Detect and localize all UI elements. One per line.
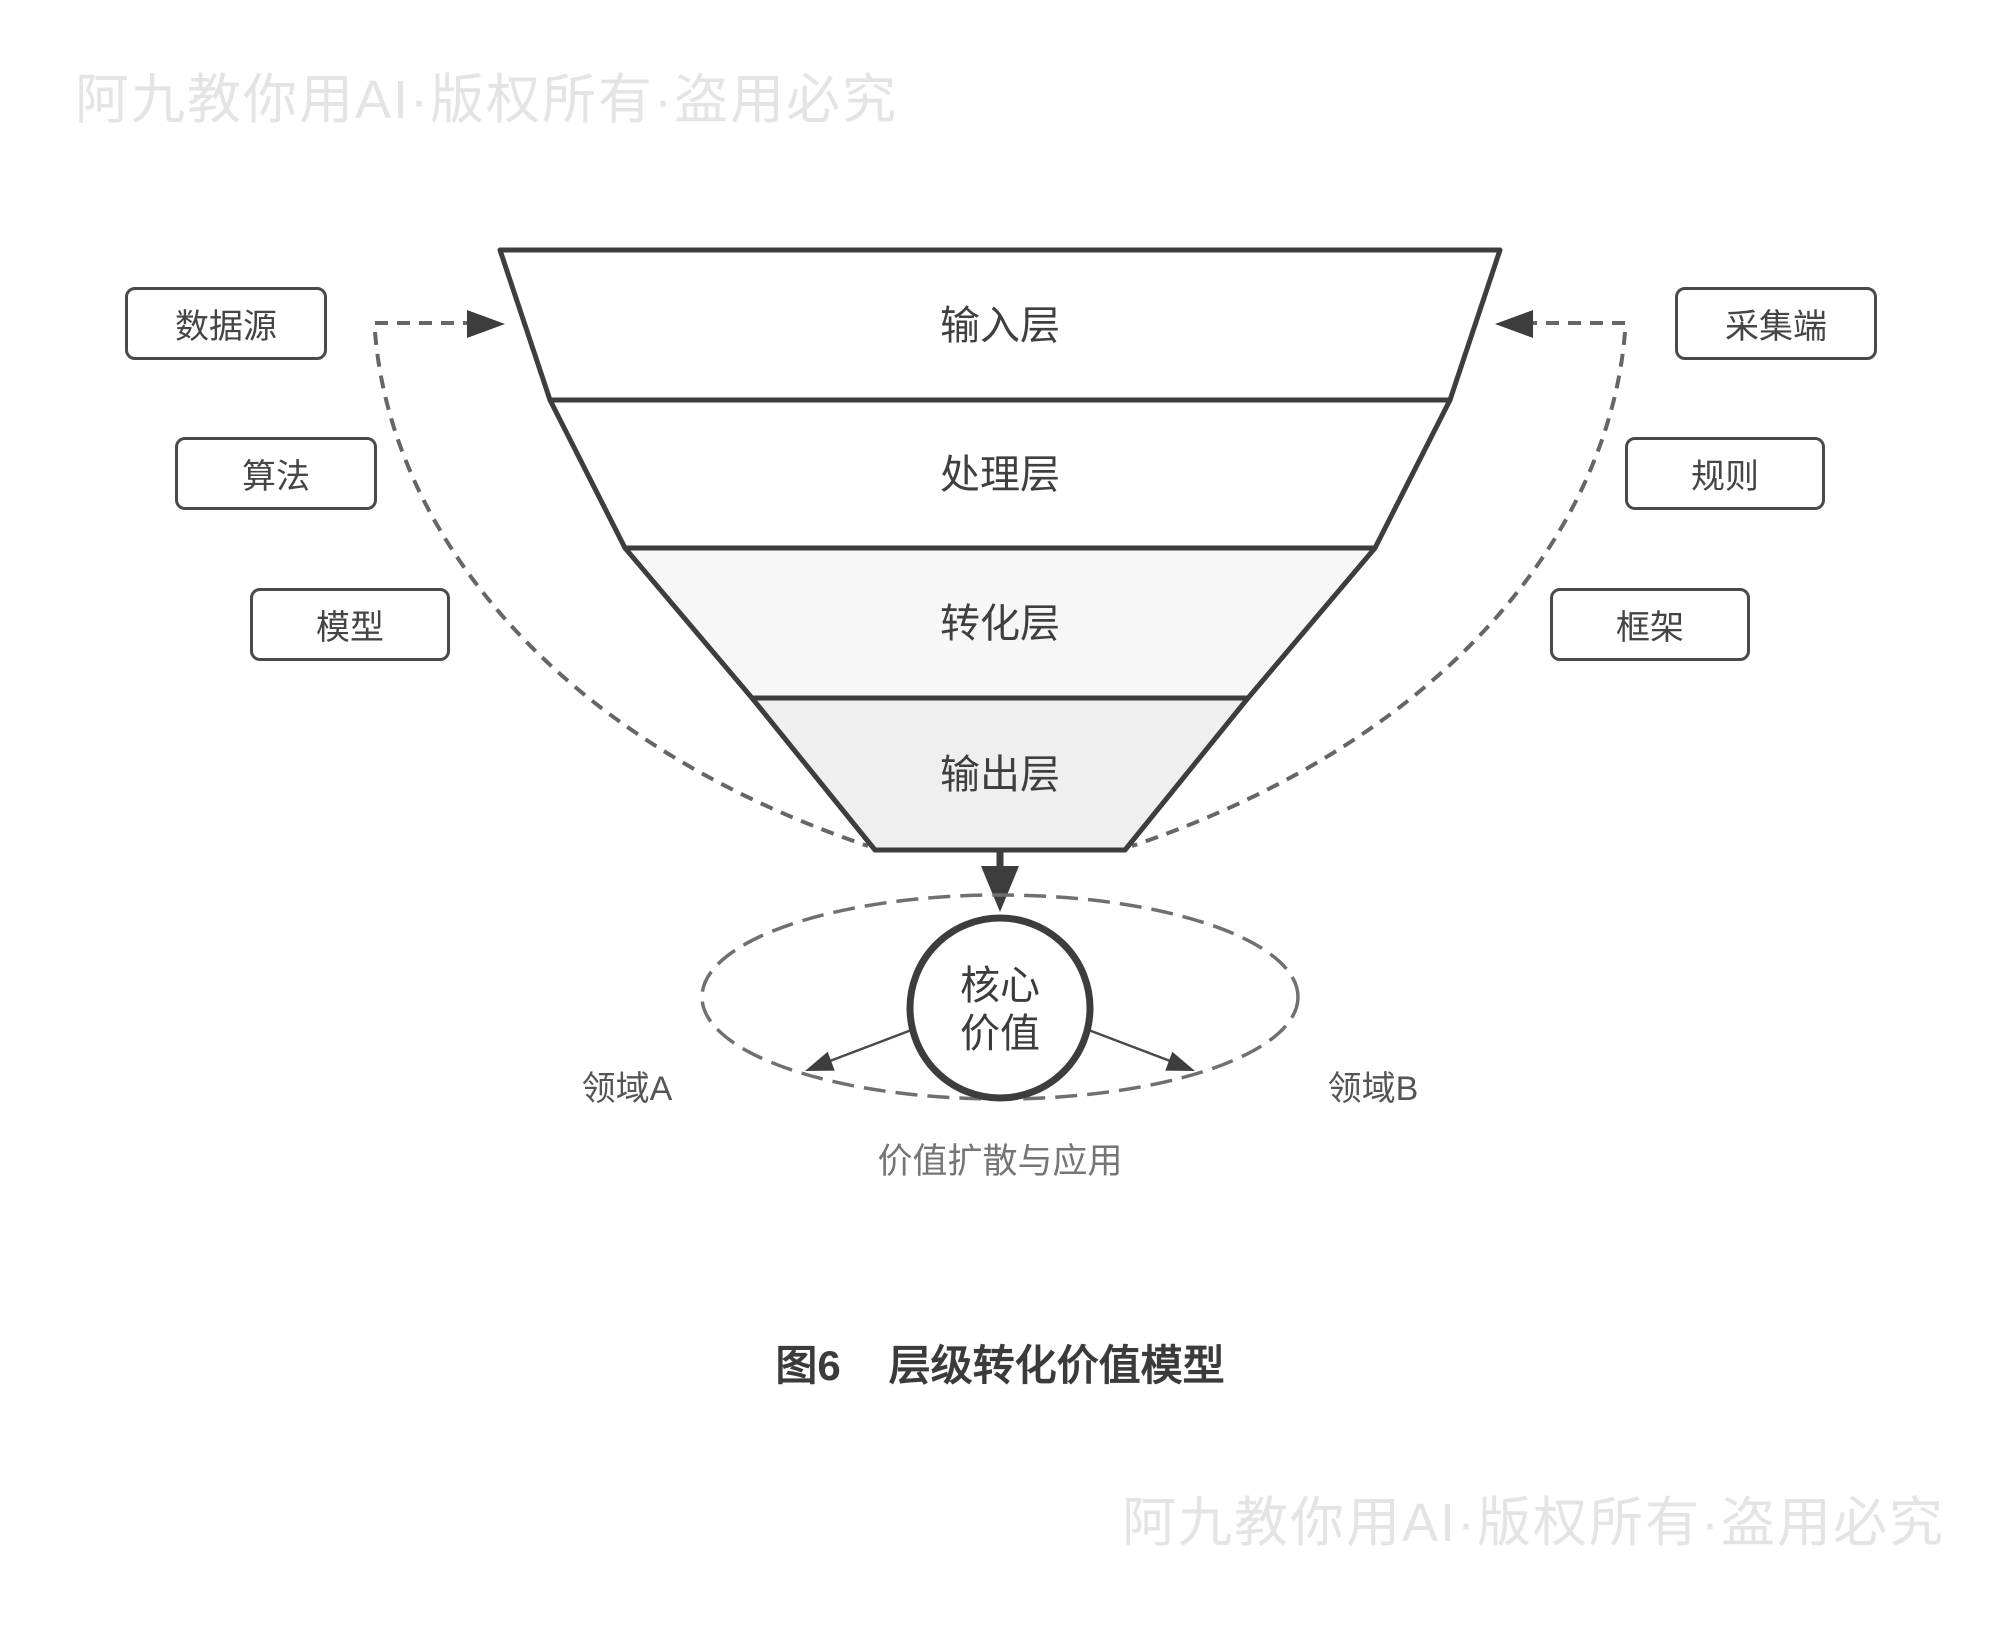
arrowhead-right-icon	[1495, 310, 1533, 338]
label-framework: 框架	[1616, 609, 1684, 647]
dashed-curve-left	[373, 331, 869, 848]
domain-b-arrowhead-icon	[1165, 1051, 1195, 1071]
core-value-circle	[906, 914, 1094, 1102]
diffusion-label: 价值扩散与应用	[877, 1142, 1122, 1181]
label-box-rules: 规则	[1625, 437, 1825, 510]
figure-title: 层级转化价值模型	[888, 1342, 1225, 1389]
funnel-label-transform: 转化层	[940, 602, 1060, 646]
domain-a-arrowhead-icon	[805, 1051, 835, 1071]
domain-b-label: 领域B	[1328, 1070, 1419, 1108]
label-box-algorithm: 算法	[175, 437, 377, 510]
domain-a-label: 领域A	[582, 1070, 673, 1108]
label-box-model: 模型	[250, 588, 450, 661]
arrowhead-left-icon	[467, 310, 505, 338]
funnel-layer-output	[749, 695, 1251, 853]
core-value-line1: 核心	[960, 964, 1040, 1008]
label-datasource: 数据源	[175, 308, 277, 346]
label-box-datasource: 数据源	[125, 287, 327, 360]
funnel-label-process: 处理层	[940, 453, 1060, 497]
figure-number: 图6	[775, 1342, 841, 1389]
watermark-top: 阿九教你用AI·版权所有·盗用必究	[75, 70, 898, 130]
funnel-label-output: 输出层	[940, 753, 1060, 797]
label-box-collector: 采集端	[1675, 287, 1877, 360]
domain-a-arrow	[821, 1024, 923, 1066]
core-value-line2: 价值	[960, 1012, 1040, 1056]
figure-caption: 图6 层级转化价值模型	[0, 1332, 2000, 1393]
label-model: 模型	[316, 609, 384, 647]
label-rules: 规则	[1691, 458, 1759, 496]
funnel-label-input: 输入层	[940, 304, 1060, 348]
watermark-bottom: 阿九教你用AI·版权所有·盗用必究	[1122, 1493, 1945, 1553]
dashed-curve-right	[1131, 331, 1627, 848]
domain-b-arrow	[1077, 1024, 1179, 1066]
label-algorithm: 算法	[242, 458, 310, 496]
label-collector: 采集端	[1725, 308, 1827, 346]
label-box-framework: 框架	[1550, 588, 1750, 661]
down-arrow-icon	[981, 866, 1019, 912]
